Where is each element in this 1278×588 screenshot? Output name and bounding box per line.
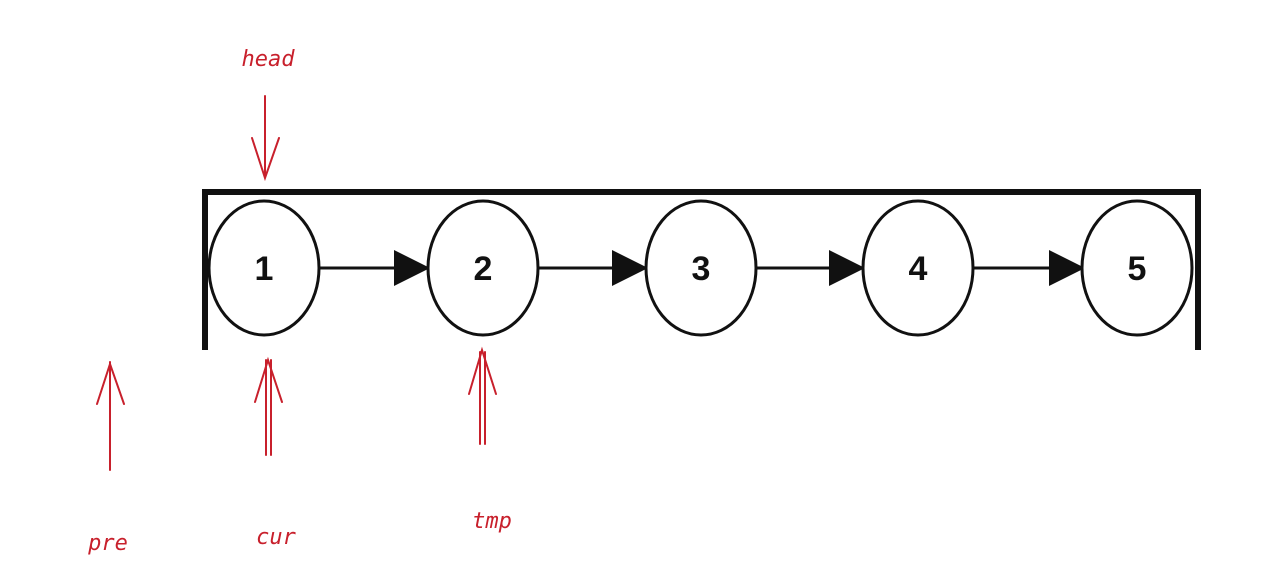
tmp-arrow-icon [468,346,497,445]
pre-pointer-label: pre [87,531,128,556]
node-5: 5 [1080,199,1194,337]
node-2-label: 2 [474,250,493,288]
node-4: 4 [861,199,975,337]
node-4-label: 4 [909,250,928,288]
node-2: 2 [426,199,540,337]
node-5-label: 5 [1128,250,1147,288]
pre-arrow-icon [96,360,125,471]
head-pointer-label: head [242,47,296,72]
list-bracket [202,189,1201,350]
cur-arrow-icon [254,356,283,456]
node-1: 1 [207,199,321,337]
tmp-pointer-label: tmp [472,509,512,534]
cur-pointer-label: cur [256,525,296,550]
node-3-label: 3 [692,250,711,288]
node-3: 3 [644,199,758,337]
node-1-label: 1 [255,250,274,288]
head-arrow-icon [251,95,280,182]
